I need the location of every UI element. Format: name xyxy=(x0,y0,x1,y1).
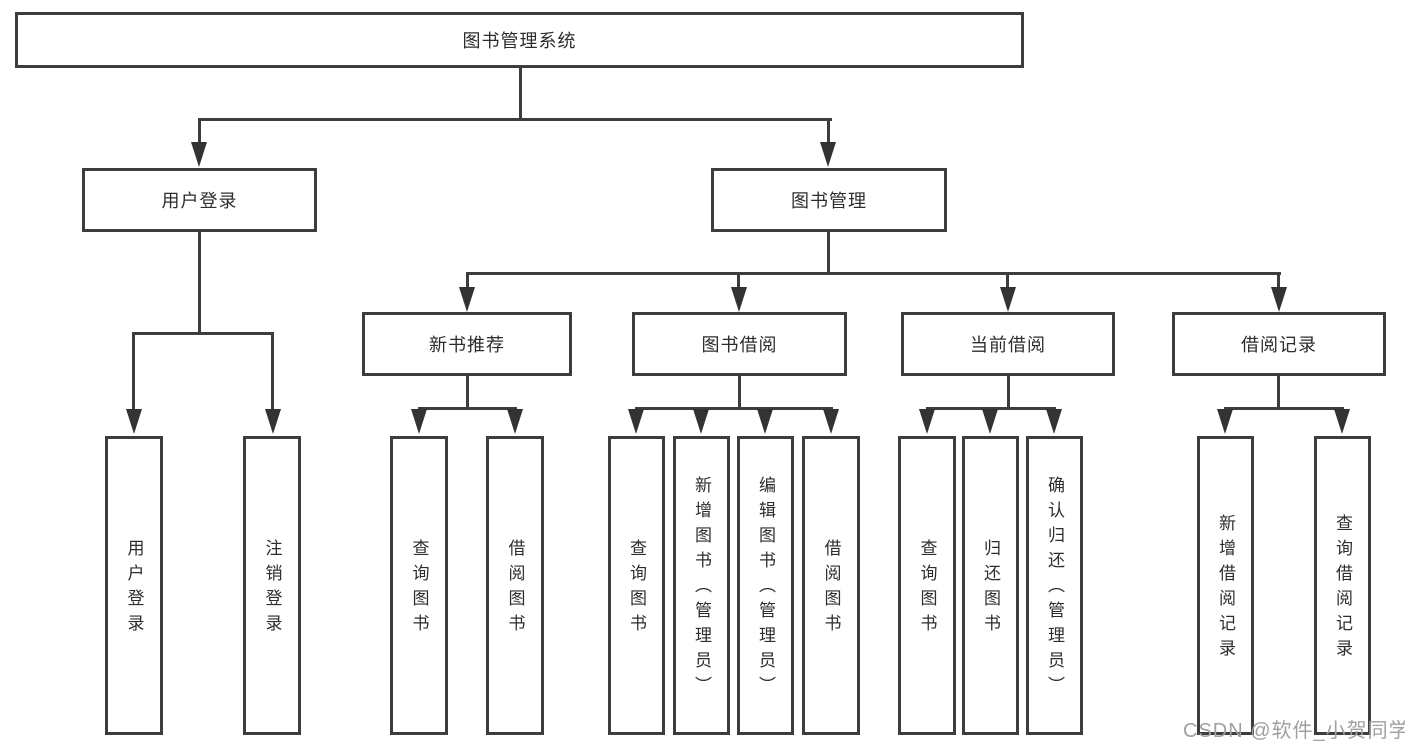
arrowhead-icon xyxy=(411,409,427,434)
arrowhead-icon xyxy=(757,409,773,434)
arrowhead-icon xyxy=(823,409,839,434)
connector-line xyxy=(1277,376,1280,410)
connector-line xyxy=(738,376,741,410)
arrowhead-icon xyxy=(919,409,935,434)
connector-line xyxy=(198,232,201,334)
node-borrowing-records: 借阅记录 xyxy=(1172,312,1386,376)
arrowhead-icon xyxy=(731,287,747,312)
leaf-user-login: 用户登录 xyxy=(105,436,163,735)
leaf-logout: 注销登录 xyxy=(243,436,301,735)
connector-line xyxy=(635,407,833,410)
connector-line xyxy=(466,376,469,410)
arrowhead-icon xyxy=(1000,287,1016,312)
leaf-query-books-borrowing: 查询图书 xyxy=(608,436,665,735)
connector-line xyxy=(466,275,469,289)
connector-line xyxy=(198,118,832,121)
node-new-book-recommendation: 新书推荐 xyxy=(362,312,572,376)
leaf-confirm-return-admin: 确认归还（管理员） xyxy=(1026,436,1083,735)
leaf-add-books-admin: 新增图书（管理员） xyxy=(673,436,730,735)
arrowhead-icon xyxy=(820,142,836,167)
connector-line xyxy=(1277,275,1280,289)
arrowhead-icon xyxy=(693,409,709,434)
arrowhead-icon xyxy=(126,409,142,434)
csdn-watermark: CSDN @软件_小贺同学 xyxy=(1183,720,1405,742)
leaf-borrow-books-recommend: 借阅图书 xyxy=(486,436,544,735)
leaf-query-books-recommend: 查询图书 xyxy=(390,436,448,735)
connector-line xyxy=(519,68,522,121)
leaf-query-borrow-record: 查询借阅记录 xyxy=(1314,436,1371,735)
arrowhead-icon xyxy=(1334,409,1350,434)
arrowhead-icon xyxy=(191,142,207,167)
leaf-query-books-current: 查询图书 xyxy=(898,436,956,735)
leaf-add-borrow-record: 新增借阅记录 xyxy=(1197,436,1254,735)
connector-line xyxy=(1224,407,1344,410)
connector-line xyxy=(271,335,274,410)
arrowhead-icon xyxy=(459,287,475,312)
arrowhead-icon xyxy=(628,409,644,434)
node-current-borrowing: 当前借阅 xyxy=(901,312,1115,376)
arrowhead-icon xyxy=(507,409,523,434)
connector-line xyxy=(827,232,830,275)
connector-line xyxy=(827,121,830,145)
leaf-borrow-books: 借阅图书 xyxy=(802,436,860,735)
arrowhead-icon xyxy=(1217,409,1233,434)
connector-line xyxy=(1007,376,1010,410)
node-user-login: 用户登录 xyxy=(82,168,317,232)
connector-line xyxy=(737,275,740,289)
arrowhead-icon xyxy=(1046,409,1062,434)
leaf-return-books: 归还图书 xyxy=(962,436,1019,735)
connector-line xyxy=(926,407,1056,410)
arrowhead-icon xyxy=(1271,287,1287,312)
node-root: 图书管理系统 xyxy=(15,12,1024,68)
connector-line xyxy=(132,332,274,335)
node-book-borrowing: 图书借阅 xyxy=(632,312,847,376)
connector-line xyxy=(1006,275,1009,289)
connector-line xyxy=(198,121,201,145)
arrowhead-icon xyxy=(982,409,998,434)
leaf-edit-books-admin: 编辑图书（管理员） xyxy=(737,436,794,735)
node-book-management: 图书管理 xyxy=(711,168,947,232)
connector-line xyxy=(132,335,135,410)
arrowhead-icon xyxy=(265,409,281,434)
connector-line xyxy=(466,272,1281,275)
connector-line xyxy=(418,407,517,410)
